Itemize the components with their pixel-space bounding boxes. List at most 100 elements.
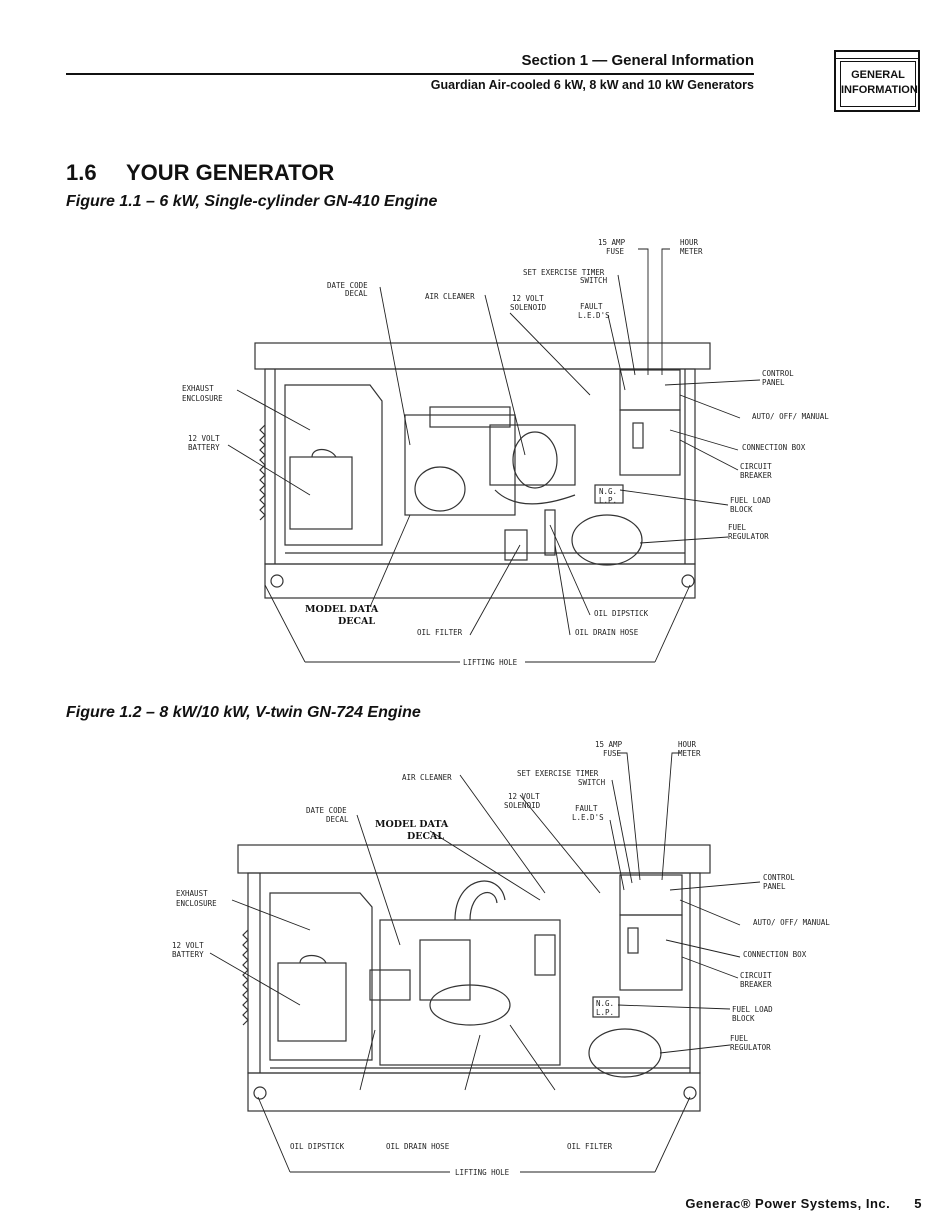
f2-label-lifting-hole: LIFTING HOLE — [455, 1168, 510, 1177]
f2-label-date-2: DECAL — [326, 815, 349, 824]
f1-enclosure-base — [264, 563, 696, 599]
f2-label-oil-filter: OIL FILTER — [567, 1142, 613, 1151]
f1-battery — [289, 456, 353, 530]
f1-label-date-1: DATE CODE — [327, 281, 368, 290]
f1-enclosure-body — [264, 368, 696, 565]
f2-fuel-regulator — [588, 1028, 662, 1078]
f2-label-solenoid-2: SOLENOID — [504, 801, 541, 810]
f2-battery — [277, 962, 347, 1042]
f1-label-control-2: PANEL — [762, 378, 785, 387]
f1-label-regulator-1: FUEL — [728, 523, 747, 532]
f1-label-drain-hose: OIL DRAIN HOSE — [575, 628, 639, 637]
f1-label-timer-1: SET EXERCISE TIMER — [523, 268, 605, 277]
f2-label-exhaust-2: ENCLOSURE — [176, 899, 217, 908]
section-number: 1.6 — [66, 160, 97, 185]
page-number: 5 — [914, 1196, 922, 1211]
f1-label-hour-1: HOUR — [680, 238, 699, 247]
f1-label-fault-2: L.E.D'S — [578, 311, 610, 320]
f1-label-regulator-2: REGULATOR — [728, 532, 769, 541]
f2-label-fuel-load-1: FUEL LOAD — [732, 1005, 773, 1014]
f2-connection-box — [619, 914, 683, 991]
section-tab: GENERAL INFORMATION — [834, 50, 920, 112]
f2-label-fuse-2: FUSE — [603, 749, 622, 758]
f2-label-model-data-1: MODEL DATA — [375, 819, 449, 830]
f1-label-model-data-1: MODEL DATA — [305, 604, 379, 615]
f2-label-battery-1: 12 VOLT — [172, 941, 204, 950]
f1-label-auto-off-manual: AUTO/ OFF/ MANUAL — [752, 412, 829, 421]
section-heading: 1.6 YOUR GENERATOR — [66, 160, 334, 186]
f2-label-ng: N.G. — [596, 999, 614, 1008]
f1-label-date-2: DECAL — [345, 289, 368, 298]
figure2-svg: 15 AMP FUSE HOUR METER AIR CLEANER SET E… — [172, 740, 830, 1177]
f2-label-control-1: CONTROL — [763, 873, 795, 882]
f1-label-battery-1: 12 VOLT — [188, 434, 220, 443]
f1-exhaust-enclosure — [284, 384, 383, 546]
f1-enclosure-roof — [254, 342, 711, 370]
f1-label-dipstick: OIL DIPSTICK — [594, 609, 649, 618]
f2-label-solenoid-1: 12 VOLT — [508, 792, 540, 801]
header-rule — [66, 73, 754, 75]
f1-label-fuse-2: FUSE — [606, 247, 625, 256]
footer-company: Generac® Power Systems, Inc. — [685, 1196, 891, 1211]
f1-engine-block — [404, 414, 516, 516]
f1-label-fuse-1: 15 AMP — [598, 238, 626, 247]
f1-control-panel — [619, 369, 681, 411]
f2-label-exhaust-1: EXHAUST — [176, 889, 208, 898]
tab-binder-strip — [836, 52, 918, 59]
f1-label-breaker-2: BREAKER — [740, 471, 772, 480]
f2-label-fault-1: FAULT — [575, 804, 598, 813]
figure1-svg: 15 AMP FUSE HOUR METER SET EXERCISE TIME… — [182, 238, 829, 667]
figure1-diagram: 15 AMP FUSE HOUR METER SET EXERCISE TIME… — [0, 225, 950, 695]
f2-label-breaker-2: BREAKER — [740, 980, 772, 989]
f2-enclosure-base — [247, 1072, 701, 1112]
f1-label-breaker-1: CIRCUIT — [740, 462, 772, 471]
f2-control-panel — [619, 874, 683, 916]
tab-label-box: GENERAL INFORMATION — [840, 61, 918, 107]
f2-label-breaker-1: CIRCUIT — [740, 971, 772, 980]
f1-label-fault-1: FAULT — [580, 302, 603, 311]
f2-fuel-load-block — [592, 996, 620, 1018]
tab-label-line2: INFORMATION — [841, 84, 918, 96]
f1-label-exhaust-2: ENCLOSURE — [182, 394, 223, 403]
header-section-title: Section 1 — General Information — [521, 52, 754, 69]
f1-label-fuel-load-1: FUEL LOAD — [730, 496, 771, 505]
f2-label-timer-2: SWITCH — [578, 778, 606, 787]
f2-exhaust-enclosure — [269, 892, 373, 1061]
f2-label-regulator-1: FUEL — [730, 1034, 749, 1043]
figure2-caption: Figure 1.2 – 8 kW/10 kW, V-twin GN-724 E… — [66, 704, 421, 721]
f1-connection-box — [619, 409, 681, 476]
f2-label-hour-1: HOUR — [678, 740, 697, 749]
f2-label-fuse-1: 15 AMP — [595, 740, 623, 749]
f2-label-lp: L.P. — [596, 1008, 614, 1017]
f2-label-auto-off-manual: AUTO/ OFF/ MANUAL — [753, 918, 830, 927]
f1-label-solenoid-2: SOLENOID — [510, 303, 547, 312]
f2-label-hour-2: METER — [678, 749, 701, 758]
f2-label-air-cleaner: AIR CLEANER — [402, 773, 452, 782]
f2-label-timer-1: SET EXERCISE TIMER — [517, 769, 599, 778]
f1-label-battery-2: BATTERY — [188, 443, 220, 452]
f1-label-lp: L.P. — [599, 496, 617, 505]
section-title: YOUR GENERATOR — [126, 160, 335, 185]
footer: Generac® Power Systems, Inc. 5 — [685, 1196, 922, 1211]
f2-label-control-2: PANEL — [763, 882, 786, 891]
f1-label-fuel-load-2: BLOCK — [730, 505, 753, 514]
f2-label-model-data-2: DECAL — [407, 831, 444, 842]
f1-label-connection-box: CONNECTION BOX — [742, 443, 806, 452]
f1-label-lifting-hole: LIFTING HOLE — [463, 658, 518, 667]
f2-label-regulator-2: REGULATOR — [730, 1043, 771, 1052]
tab-label-line1: GENERAL — [851, 69, 905, 81]
f2-label-fault-2: L.E.D'S — [572, 813, 604, 822]
f1-label-hour-2: METER — [680, 247, 703, 256]
f1-label-solenoid-1: 12 VOLT — [512, 294, 544, 303]
f2-label-battery-2: BATTERY — [172, 950, 204, 959]
f1-label-oil-filter: OIL FILTER — [417, 628, 463, 637]
f1-label-exhaust-1: EXHAUST — [182, 384, 214, 393]
figure1-caption: Figure 1.1 – 6 kW, Single-cylinder GN-41… — [66, 193, 438, 210]
f1-label-model-data-2: DECAL — [338, 616, 375, 627]
f2-label-fuel-load-2: BLOCK — [732, 1014, 755, 1023]
f1-label-ng: N.G. — [599, 487, 617, 496]
figure2-diagram: 15 AMP FUSE HOUR METER AIR CLEANER SET E… — [0, 735, 950, 1205]
f2-label-dipstick: OIL DIPSTICK — [290, 1142, 345, 1151]
f1-fuel-regulator — [571, 514, 643, 566]
f2-label-drain-hose: OIL DRAIN HOSE — [386, 1142, 450, 1151]
